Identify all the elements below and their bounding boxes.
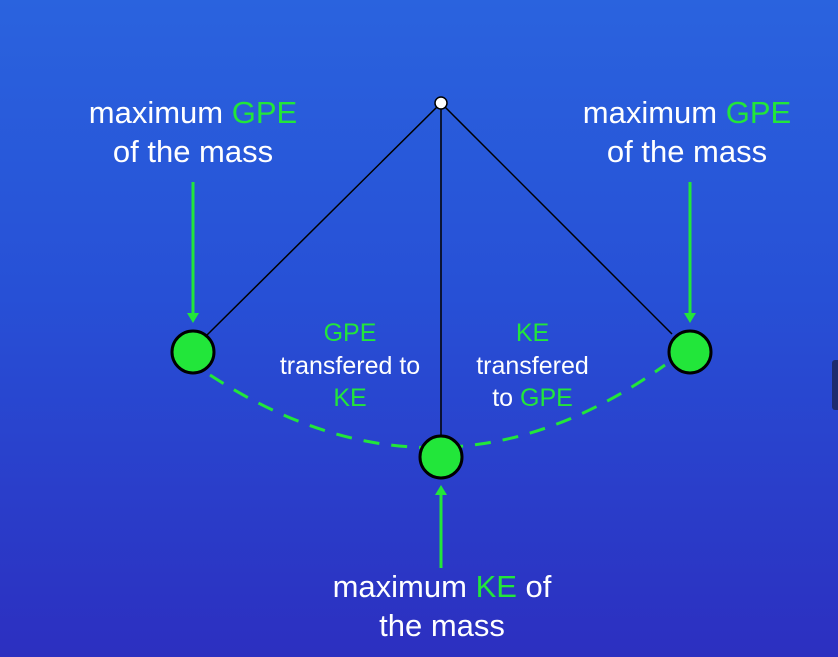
right-label-pre: maximum [582, 95, 726, 130]
left-string [206, 102, 442, 336]
mid-left-line1: GPE [323, 319, 377, 347]
edge-tab [832, 360, 838, 410]
right-max-gpe-label: maximum GPE of the mass [542, 94, 832, 172]
left-label-gpe: GPE [231, 95, 298, 130]
pivot-point [434, 96, 448, 110]
mid-left-line2: transfered to [279, 351, 421, 380]
bottom-label-pre: maximum [332, 569, 476, 604]
mid-right-line1: KE [515, 319, 550, 347]
mid-right-line3-pre: to [492, 384, 520, 412]
right-label-line2: of the mass [606, 133, 768, 169]
center-mass [418, 434, 464, 480]
bottom-max-ke-label: maximum KE of the mass [280, 568, 604, 646]
mid-left-line3: KE [333, 384, 367, 412]
left-label-pre: maximum [88, 95, 232, 130]
bottom-label-ke: KE [475, 569, 517, 604]
gpe-to-ke-label: GPE transfered to KE [255, 317, 445, 415]
left-label-line2: of the mass [112, 133, 274, 169]
left-mass [170, 329, 216, 375]
mid-right-line3-gpe: GPE [520, 384, 573, 412]
bottom-label-post: of [516, 569, 552, 604]
mid-right-line2: transfered [476, 351, 589, 380]
left-max-gpe-label: maximum GPE of the mass [48, 94, 338, 172]
right-string [440, 102, 673, 335]
bottom-label-line2: the mass [379, 607, 505, 643]
ke-to-gpe-label: KE transfered to GPE [450, 317, 615, 415]
right-label-gpe: GPE [725, 95, 792, 130]
right-mass [667, 329, 713, 375]
